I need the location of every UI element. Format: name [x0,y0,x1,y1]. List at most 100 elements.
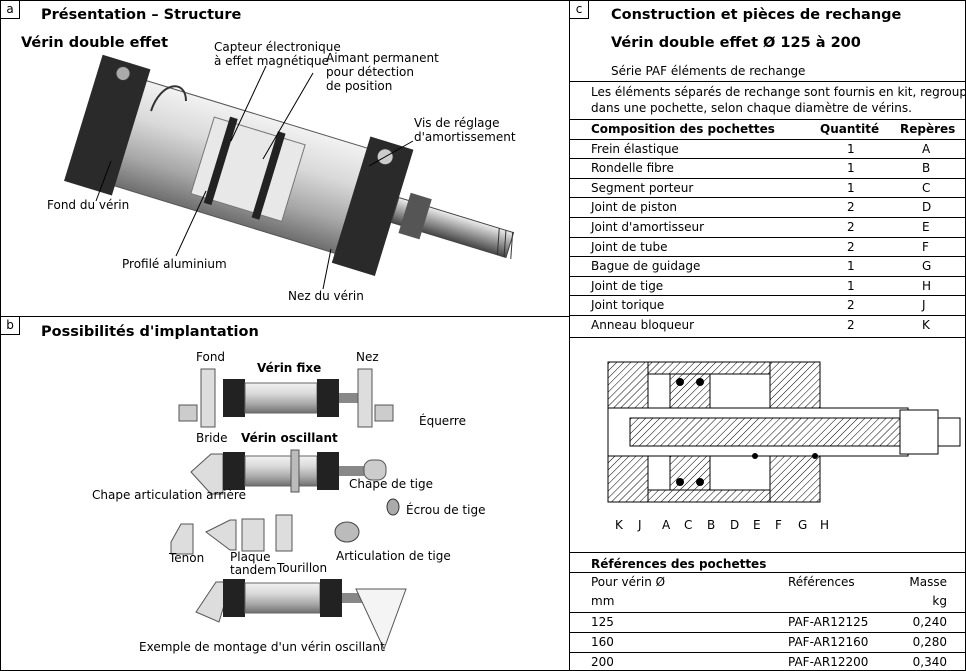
label-chape-tige: Chape de tige [349,477,434,491]
part-marker: K [922,318,930,332]
ref-title: Références des pochettes [591,557,767,571]
label-bride: Bride [196,431,228,445]
diagram-marker-h: H [820,518,830,532]
panel-c-spare-parts: c Construction et pièces de rechange Vér… [569,0,966,671]
ref-code: PAF-AR12200 [788,655,869,669]
diagram-marker-g: G [798,518,808,532]
part-quantity: 1 [847,278,855,293]
part-name: Rondelle fibre [591,161,674,176]
header-reperes: Repères [900,122,956,136]
part-marker: J [922,298,926,313]
ref-header-ref: Références [788,575,855,589]
label-chape-articulation: Chape articulation arrière [92,488,246,502]
part-name: Joint de tube [591,239,668,254]
header-composition: Composition des pochettes [591,122,775,136]
part-quantity: 2 [847,200,855,215]
label-ecrou: Écrou de tige [406,503,486,517]
panel-b-tag: b [1,317,20,335]
diagram-marker-b: B [707,518,716,532]
ref-diameter: 200 [591,655,614,669]
panel-a-subtitle: Vérin double effet [21,35,168,51]
label-plaque: Plaque tandem [230,550,277,577]
part-marker: A [922,141,931,156]
panel-a-presentation: a Présentation – Structure Vérin double … [0,0,570,317]
part-marker: E [922,220,930,234]
label-verin-fixe: Vérin fixe [257,361,322,375]
label-fond: Fond [196,350,226,364]
parts-row: Joint d'amortisseur 2 E [570,217,965,238]
part-marker: F [922,239,929,254]
panel-c-tag: c [570,1,589,19]
part-name: Anneau bloqueur [591,318,695,332]
part-marker: G [922,259,932,274]
parts-row: Joint de tube 2 F [570,236,965,258]
mounting-illustrations [170,368,407,651]
part-name: Frein élastique [591,141,679,156]
part-name: Joint de tige [591,278,664,293]
label-screw: Vis de réglage d'amortissement [414,116,516,144]
diagram-marker-f: F [775,518,782,532]
part-quantity: 2 [847,318,855,332]
part-quantity: 1 [847,141,855,156]
references-section: Références des pochettes Pour vérin Ø Ré… [570,552,965,670]
parts-row: Joint de piston 2 D [570,197,965,218]
part-marker: D [922,200,932,215]
part-name: Bague de guidage [591,259,701,274]
ref-header-mass: Masse [909,575,947,589]
label-nose: Nez du vérin [288,289,364,303]
part-quantity: 1 [847,259,855,274]
parts-row: Bague de guidage 1 G [570,256,965,277]
ref-units: mm kg [570,592,965,611]
part-quantity: 2 [847,239,855,254]
panel-c-subtitle: Vérin double effet Ø 125 à 200 [611,35,861,51]
part-quantity: 2 [847,220,855,234]
parts-row: Anneau bloqueur 2 K [570,315,965,336]
diagram-marker-e: E [753,518,761,532]
parts-table: Composition des pochettes Quantité Repèr… [570,119,965,337]
part-name: Joint torique [591,298,665,313]
label-base: Fond du vérin [47,198,130,212]
label-sensor: Capteur électronique à effet magnétique [214,40,341,68]
label-profile: Profilé aluminium [122,257,227,271]
panel-a-tag: a [1,1,20,19]
label-tourillon: Tourillon [277,561,328,575]
diagram-marker-c: C [684,518,693,532]
part-name: Joint d'amortisseur [591,220,705,234]
ref-row: 200 PAF-AR12200 0,340 [570,652,965,670]
parts-row: Frein élastique 1 A [570,138,965,160]
part-marker: C [922,180,931,195]
label-articulation: Articulation de tige [336,549,451,563]
panel-b-title: Possibilités d'implantation [41,324,259,340]
label-magnet: Aimant permanent pour détection de posit… [326,51,439,93]
label-equerre: Équerre [419,414,466,428]
ref-diameter: 160 [591,635,614,649]
series-label: Série PAF éléments de rechange [611,64,806,78]
parts-row: Joint torique 2 J [570,295,965,316]
diagram-marker-j: J [638,518,642,532]
part-quantity: 1 [847,161,855,176]
ref-diameter: 125 [591,615,614,629]
part-name: Segment porteur [591,180,694,195]
diagram-marker-d: D [730,518,740,532]
part-quantity: 2 [847,298,855,313]
label-exemple: Exemple de montage d'un vérin oscillant [139,640,385,654]
part-name: Joint de piston [591,200,678,215]
label-verin-oscillant: Vérin oscillant [241,431,338,445]
diagram-marker-a: A [662,518,671,532]
ref-mass: 0,340 [912,655,947,669]
ref-unit-mass: kg [932,594,947,608]
part-quantity: 1 [847,180,855,195]
ref-mass: 0,280 [912,635,947,649]
ref-unit-diam: mm [591,594,615,608]
ref-header-diam: Pour vérin Ø [591,575,666,589]
part-marker: H [922,278,932,293]
cylinder-illustration [64,54,515,290]
ref-header: Pour vérin Ø Références Masse [570,572,965,593]
panel-c-title: Construction et pièces de rechange [611,7,902,23]
intro-text: Les éléments séparés de rechange sont fo… [570,81,965,122]
ref-code: PAF-AR12125 [788,615,869,629]
